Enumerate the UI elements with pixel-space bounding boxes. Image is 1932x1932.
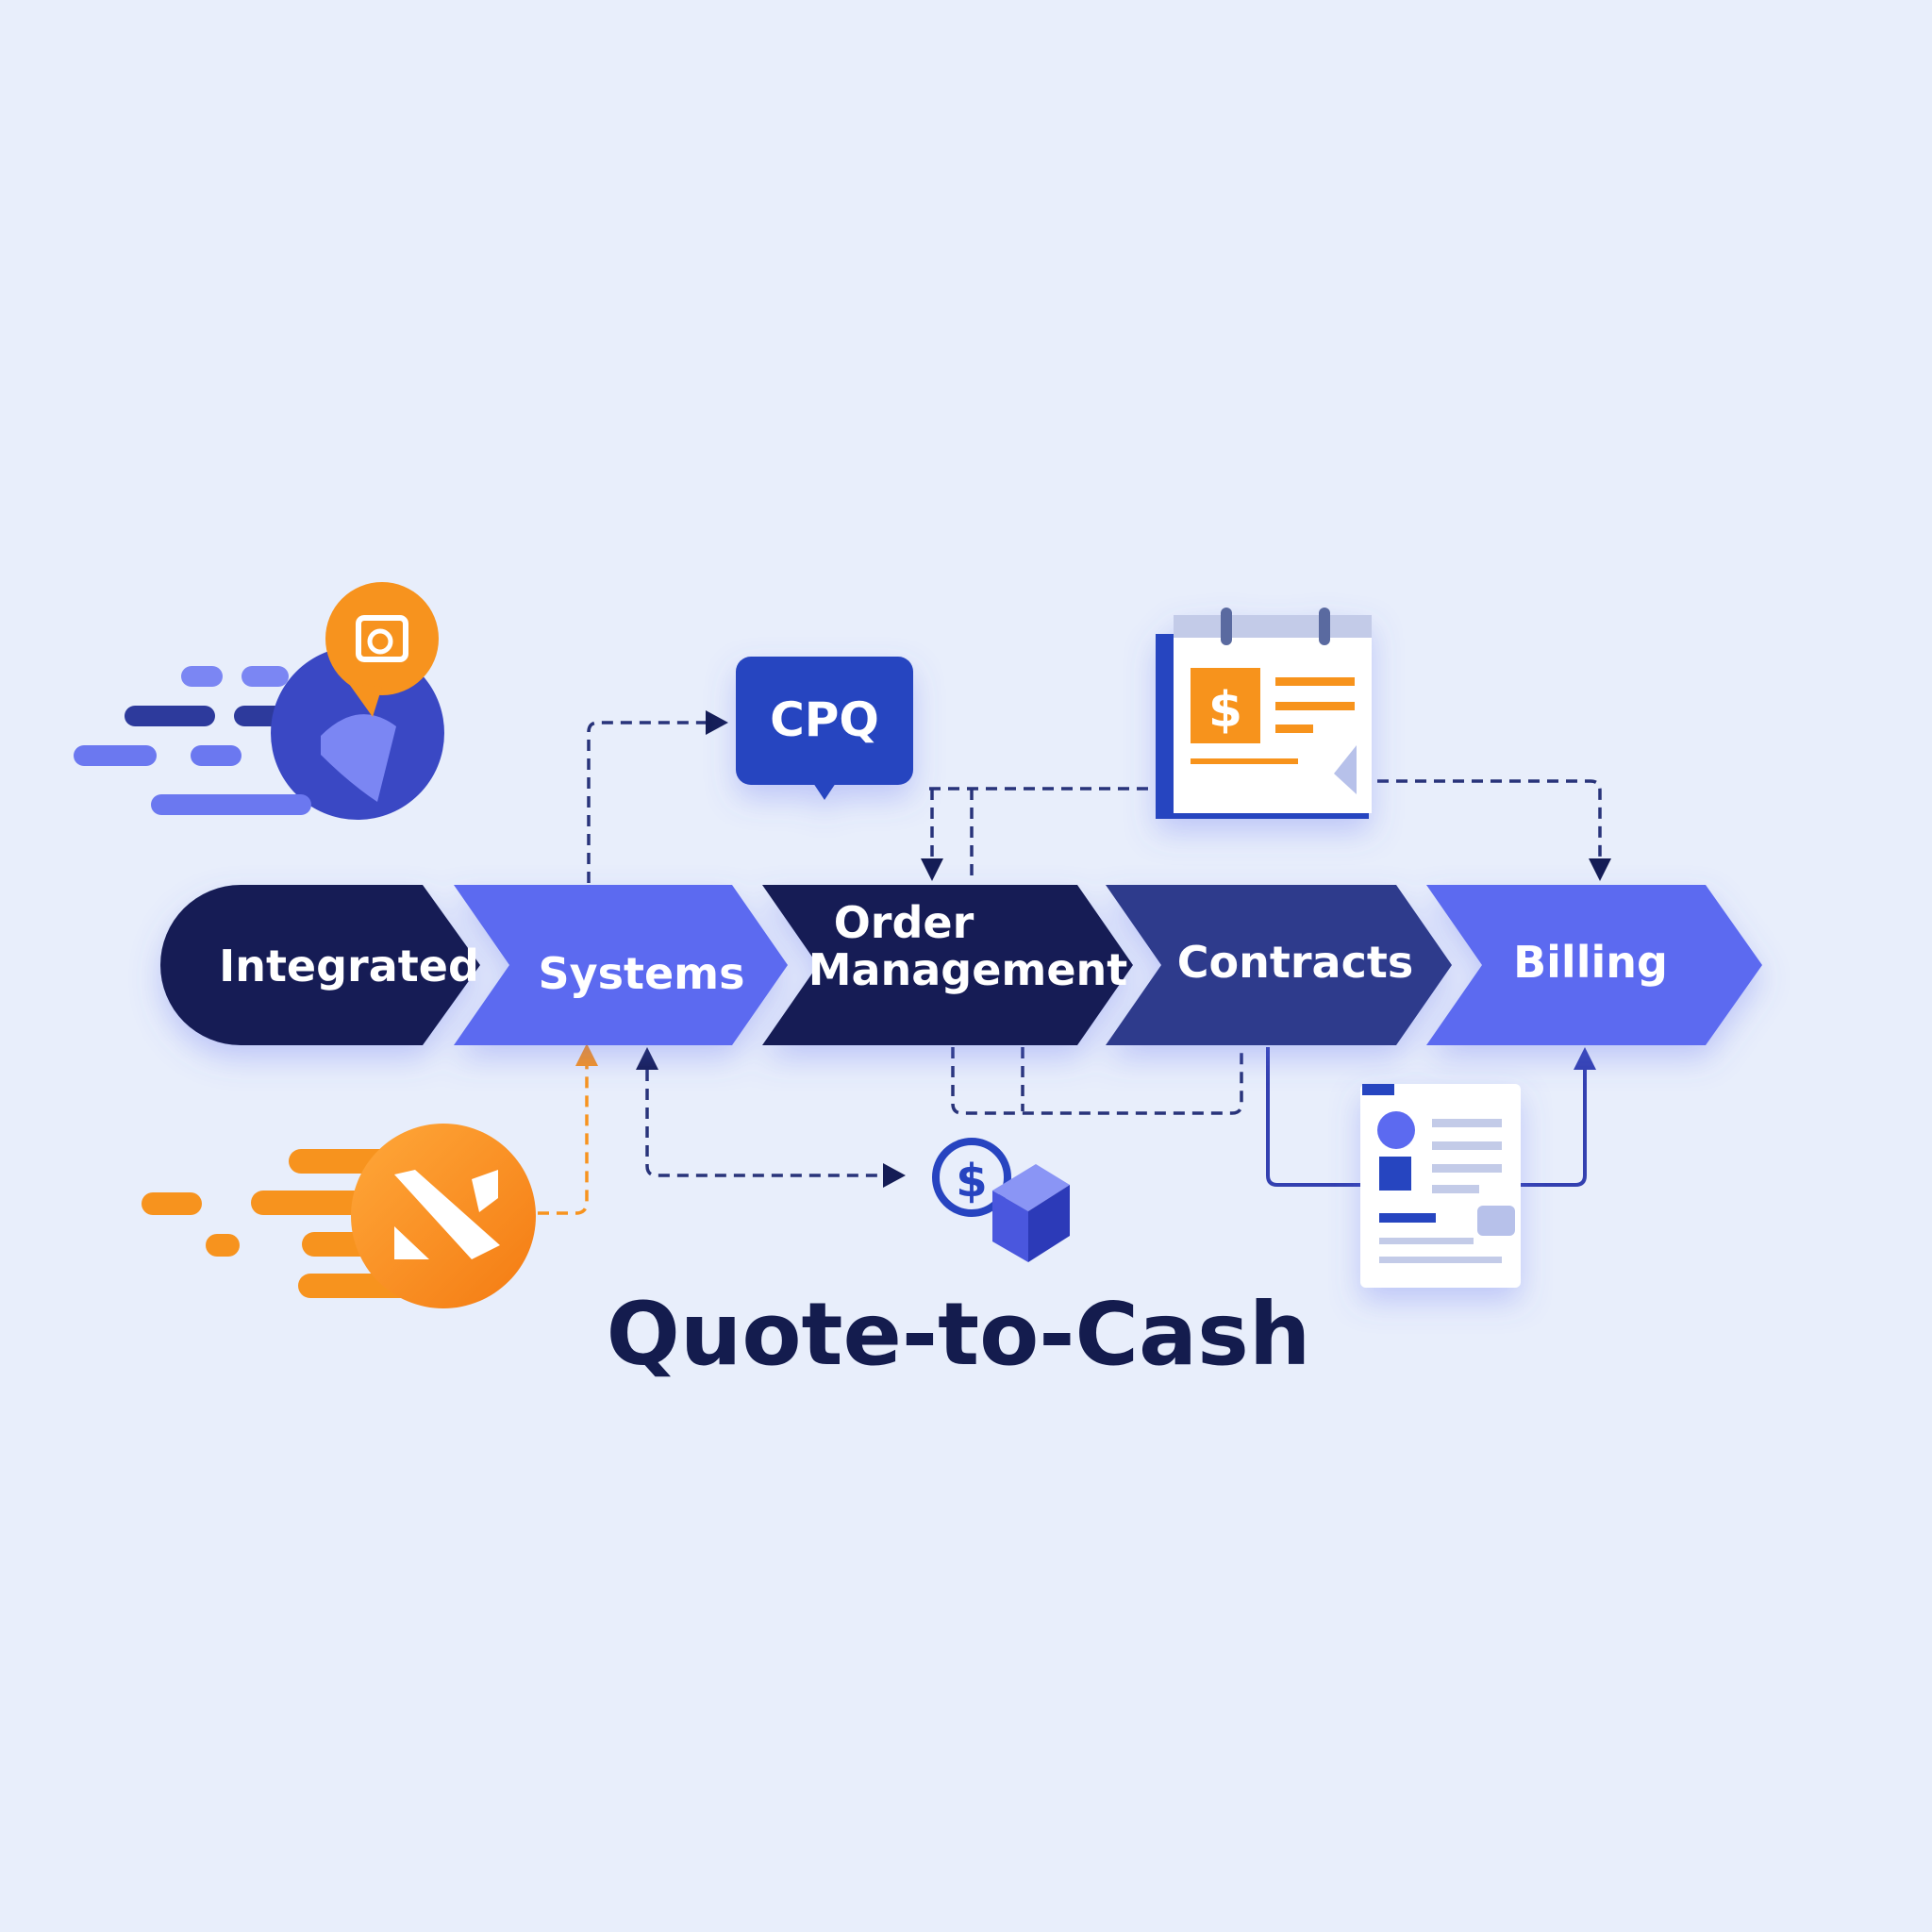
stage-systems[interactable] [454, 885, 788, 1045]
tools-icon [142, 1124, 536, 1308]
stage-contracts-label: Contracts [1177, 937, 1413, 988]
stage-integrated[interactable] [160, 885, 480, 1045]
stage-billing[interactable] [1426, 885, 1762, 1045]
diagram-title: Quote-to-Cash [607, 1284, 1311, 1385]
invoice-dollar: $ [1208, 682, 1242, 739]
process-flow [160, 885, 1762, 1045]
stage-order-label-line2: Management [808, 944, 1128, 995]
stage-billing-label: Billing [1513, 937, 1668, 988]
cpq-bubble[interactable] [736, 657, 913, 800]
globe-chat-icon [74, 582, 444, 820]
stage-integrated-label: Integrated [219, 941, 479, 991]
payment-package-icon: $ [932, 1138, 1070, 1262]
stage-systems-label: Systems [539, 948, 745, 999]
stage-order-management[interactable] [762, 885, 1133, 1045]
connectors [538, 710, 1611, 1215]
stage-order-label-line1: Order [834, 897, 974, 948]
stage-contracts[interactable] [1106, 885, 1452, 1045]
payment-dollar: $ [956, 1155, 987, 1208]
customer-profile-document-icon [1360, 1084, 1521, 1288]
cpq-label: CPQ [770, 692, 879, 747]
invoice-calendar-icon: $ [1156, 608, 1372, 819]
